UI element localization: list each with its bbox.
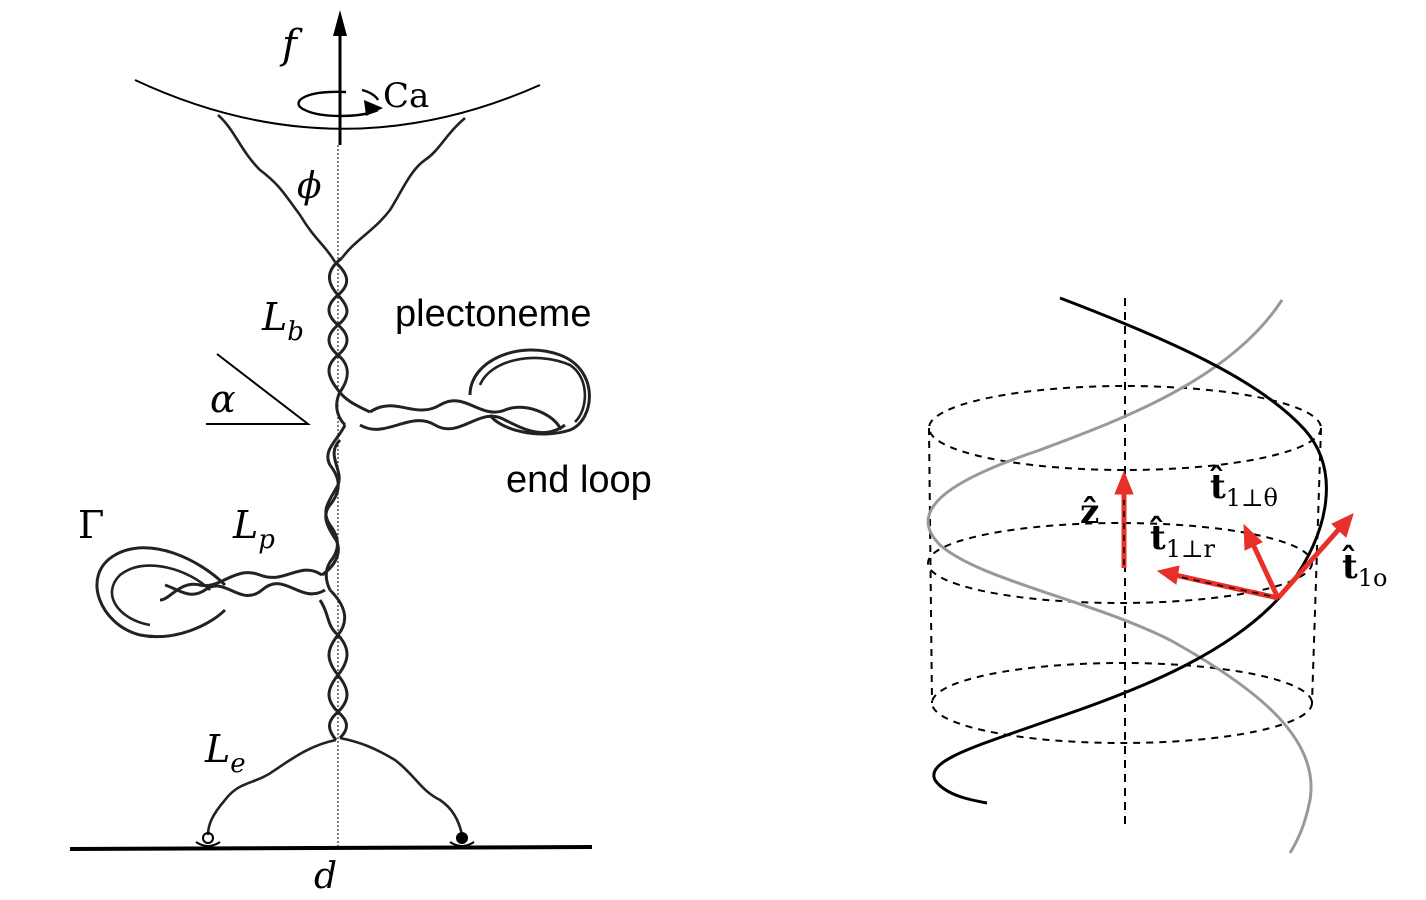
alpha-angle-triangle xyxy=(206,353,311,425)
gamma-loop xyxy=(110,564,211,627)
Lp-label: Lp xyxy=(232,503,275,555)
cylinder-left-edge xyxy=(928,427,933,704)
braid-strand xyxy=(327,260,371,414)
t-o-arrowhead xyxy=(1331,513,1354,538)
cylinder-right-edge xyxy=(1311,427,1322,704)
alpha-label: α xyxy=(210,377,236,421)
Lp-label-main: L xyxy=(232,503,258,547)
helix-tangent-diagram: ẑ t̂1⊥θ t̂1⊥r t̂1o xyxy=(926,296,1388,854)
helix-back-strand xyxy=(926,299,1313,854)
Le-label-main: L xyxy=(204,727,230,771)
plectoneme-label: plectoneme xyxy=(395,293,591,335)
force-arrowhead xyxy=(333,10,347,36)
Le-label-sub: e xyxy=(230,749,245,779)
phi-label: ϕ xyxy=(297,166,322,207)
anchor-right xyxy=(456,832,468,844)
anchor-left xyxy=(202,832,214,844)
t-o-label: t̂1o xyxy=(1342,545,1388,592)
cylinder-bottom-ellipse xyxy=(931,662,1313,744)
t-o-arrow xyxy=(1276,526,1342,600)
d-label: d xyxy=(314,856,337,897)
plectoneme-branch xyxy=(164,582,326,597)
Lb-label: Lb xyxy=(261,295,304,347)
t-perp-r-sub: 1⊥r xyxy=(1166,535,1216,563)
bead-surface xyxy=(134,79,541,130)
t-perp-theta-main: t̂ xyxy=(1210,465,1226,507)
t-perp-r-arrow xyxy=(1174,572,1279,601)
dna-strand xyxy=(217,114,337,263)
t-perp-theta-label: t̂1⊥θ xyxy=(1210,465,1278,512)
dna-plectoneme-diagram: f Ca ϕ Lb plectoneme α end loop Γ Lp Le … xyxy=(69,10,652,897)
dna-strand xyxy=(206,738,337,836)
torque-label: Ca xyxy=(383,76,429,116)
Lp-label-sub: p xyxy=(258,525,275,555)
end-loop-label: end loop xyxy=(506,459,652,501)
t-perp-r-main: t̂ xyxy=(1150,516,1166,558)
t-perp-r-dash-overlay xyxy=(1179,576,1271,597)
end-loop xyxy=(478,356,587,423)
t-o-sub: 1o xyxy=(1358,564,1388,592)
braid-strand xyxy=(318,599,349,740)
dna-strand xyxy=(339,736,464,836)
t-perp-theta-sub: 1⊥θ xyxy=(1226,484,1278,512)
plectoneme-branch xyxy=(359,414,566,435)
t-o-main: t̂ xyxy=(1342,545,1358,587)
z-hat-arrowhead xyxy=(1114,470,1134,495)
end-loop xyxy=(468,348,591,436)
plectoneme-branch xyxy=(369,399,562,431)
Lb-label-main: L xyxy=(261,295,287,339)
surface-line xyxy=(69,845,593,851)
t-perp-r-arrowhead xyxy=(1156,565,1180,585)
braid-strand xyxy=(321,424,347,577)
t-perp-r-label: t̂1⊥r xyxy=(1150,516,1216,563)
torque-ellipse xyxy=(297,90,379,118)
torque-ellipse-back xyxy=(361,88,380,101)
gamma-label: Γ xyxy=(78,503,104,547)
torque-arrowhead xyxy=(364,100,383,116)
helix-front-strand xyxy=(932,296,1328,805)
t-perp-theta-arrowhead xyxy=(1243,523,1263,551)
t-perp-theta-arrow xyxy=(1249,540,1281,600)
braid-strand xyxy=(324,438,342,591)
Le-label: Le xyxy=(204,727,246,779)
dna-strand xyxy=(340,117,466,259)
braid-strand xyxy=(327,256,349,427)
gamma-loop xyxy=(95,546,227,639)
Lb-label-sub: b xyxy=(287,317,304,347)
anchor-left-base xyxy=(195,841,221,847)
z-hat-label: ẑ xyxy=(1080,492,1099,532)
force-label: f xyxy=(279,22,303,68)
